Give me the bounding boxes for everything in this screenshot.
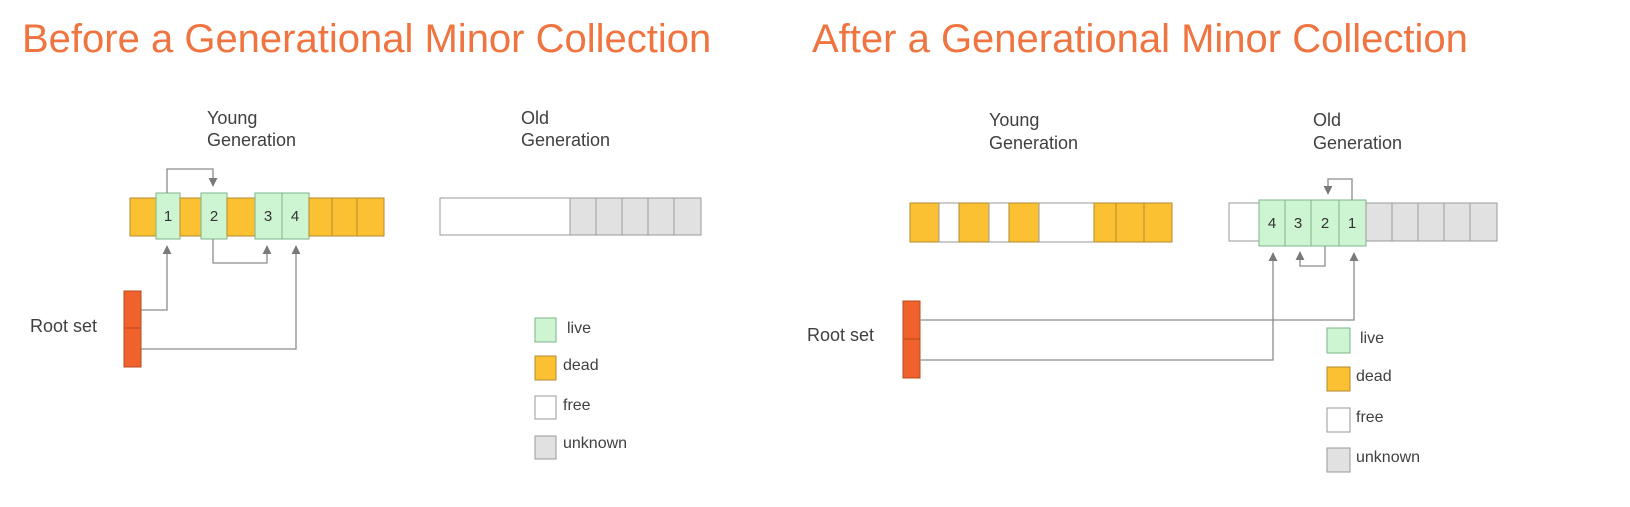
before-old-label-line1: Old — [521, 108, 549, 128]
free-cell — [938, 202, 960, 243]
live-cell-3 — [1284, 199, 1312, 247]
dead-cell — [179, 197, 202, 237]
legend-unknown-label: unknown — [563, 435, 627, 452]
root-slot — [123, 327, 142, 368]
cell-label-2: 2 — [210, 208, 218, 225]
cell-label-3: 3 — [264, 208, 272, 225]
after-old-label-line1: Old — [1313, 110, 1341, 130]
pointer-arrow-2-to-3 — [1295, 246, 1326, 267]
root-arrow-to-1 — [920, 252, 1359, 321]
root-slot — [902, 300, 921, 340]
dead-cell — [1093, 202, 1117, 243]
root-slot — [902, 338, 921, 379]
before-root-set-label: Root set — [30, 316, 97, 336]
unknown-cell — [1469, 202, 1498, 242]
legend-live-swatch — [1326, 327, 1351, 354]
unknown-cell — [1365, 202, 1393, 242]
after-title: After a Generational Minor Collection — [812, 17, 1468, 61]
dead-cell — [226, 197, 256, 237]
unknown-cell — [1417, 202, 1445, 242]
legend-dead-swatch — [534, 355, 557, 381]
dead-cell — [1115, 202, 1145, 243]
legend-dead-swatch — [1326, 366, 1351, 392]
live-cell-3 — [254, 192, 283, 240]
free-cell — [1038, 202, 1095, 243]
legend-unknown-label: unknown — [1356, 449, 1420, 466]
live-cell-1 — [155, 192, 181, 240]
unknown-cell — [1443, 202, 1471, 242]
free-cell — [439, 197, 571, 236]
unknown-cell — [1391, 202, 1419, 242]
after-young-strip — [909, 202, 1173, 243]
before-old-strip — [439, 197, 702, 236]
pointer-arrow-1-to-2 — [166, 168, 218, 193]
before-old-label-line2: Generation — [521, 130, 610, 150]
cell-label-1: 1 — [1348, 215, 1356, 232]
before-young-strip: 1 2 3 4 — [129, 192, 385, 240]
legend-free-label: free — [563, 397, 591, 414]
after-legend: live dead free unknown — [1326, 327, 1420, 473]
legend-dead-label: dead — [563, 357, 599, 374]
before-panel: Before a Generational Minor Collection Y… — [22, 17, 711, 460]
root-arrow-to-4 — [141, 245, 301, 350]
legend-unknown-swatch — [534, 435, 557, 460]
root-arrow-to-1 — [141, 245, 172, 311]
legend-free-label: free — [1356, 409, 1384, 426]
cell-label-4: 4 — [1268, 215, 1276, 232]
live-cell-1 — [1338, 199, 1367, 247]
unknown-cell — [621, 197, 649, 236]
root-slot — [123, 290, 142, 329]
before-young-label-line2: Generation — [207, 130, 296, 150]
before-legend: live dead free unknown — [534, 317, 627, 460]
cell-label-4: 4 — [291, 208, 299, 225]
dead-cell — [909, 202, 940, 243]
unknown-cell — [595, 197, 623, 236]
cell-label-2: 2 — [1321, 215, 1329, 232]
unknown-cell — [673, 197, 702, 236]
legend-live-swatch — [534, 317, 557, 343]
live-cell-4 — [1258, 199, 1286, 247]
dead-cell — [331, 197, 358, 237]
free-cell — [988, 202, 1010, 243]
dead-cell — [129, 197, 157, 237]
cell-label-3: 3 — [1294, 215, 1302, 232]
after-root-set-label: Root set — [807, 325, 874, 345]
dead-cell — [1008, 202, 1040, 243]
dead-cell — [1143, 202, 1173, 243]
pointer-arrow-2-to-3 — [212, 239, 272, 264]
pointer-arrow-1-to-2 — [1323, 178, 1353, 200]
legend-free-swatch — [534, 395, 557, 420]
dead-cell — [356, 197, 385, 237]
after-old-label-line2: Generation — [1313, 133, 1402, 153]
before-title: Before a Generational Minor Collection — [22, 17, 711, 61]
after-panel: After a Generational Minor Collection Yo… — [807, 17, 1498, 473]
before-young-label-line1: Young — [207, 108, 257, 128]
cell-label-1: 1 — [164, 208, 172, 225]
unknown-cell — [647, 197, 675, 236]
after-old-strip: 4 3 2 1 — [1228, 199, 1498, 247]
legend-live-label: live — [567, 320, 591, 337]
free-cell — [1228, 202, 1260, 242]
legend-free-swatch — [1326, 407, 1351, 433]
unknown-cell — [569, 197, 597, 236]
root-arrow-to-4 — [920, 252, 1278, 361]
dead-cell — [958, 202, 990, 243]
legend-dead-label: dead — [1356, 368, 1392, 385]
legend-live-label: live — [1360, 330, 1384, 347]
after-young-label-line2: Generation — [989, 133, 1078, 153]
after-young-label-line1: Young — [989, 110, 1039, 130]
legend-unknown-swatch — [1326, 447, 1351, 473]
live-cell-2 — [200, 192, 228, 240]
dead-cell — [308, 197, 333, 237]
